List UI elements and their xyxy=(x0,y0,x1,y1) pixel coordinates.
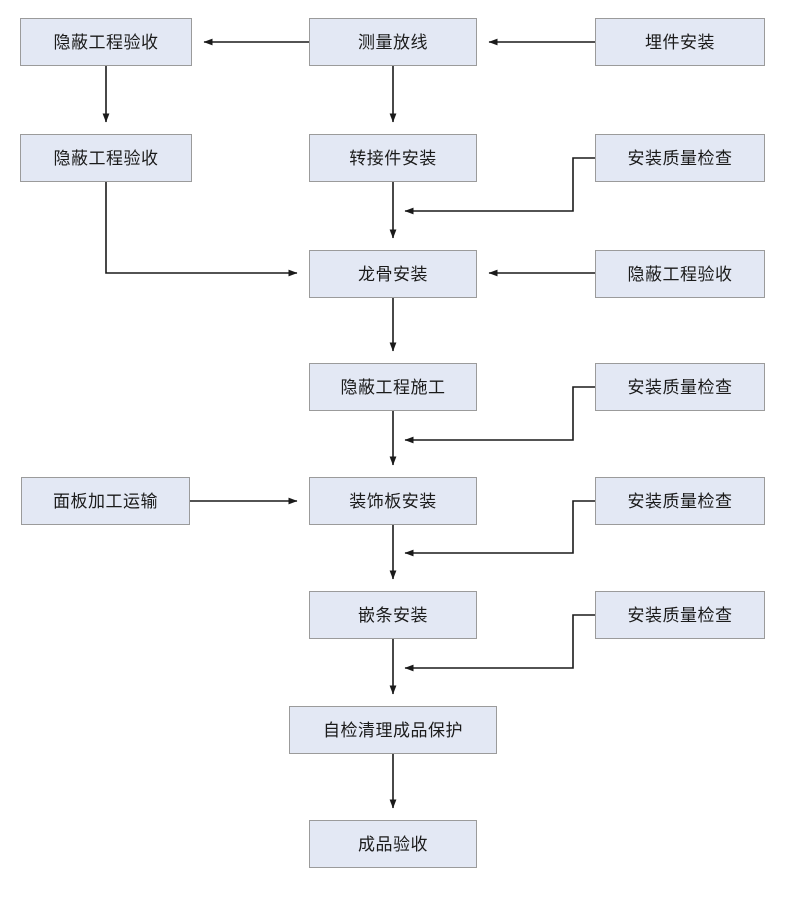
flowchart-node-label: 成品验收 xyxy=(358,834,428,854)
flowchart-node-n8[interactable]: 隐蔽工程验收 xyxy=(595,250,765,298)
flowchart-edge-n4-to-n7 xyxy=(105,182,298,277)
flowchart-node-label: 安装质量检查 xyxy=(627,605,733,625)
flowchart-node-n12[interactable]: 装饰板安装 xyxy=(309,477,477,525)
flowchart-node-n9[interactable]: 隐蔽工程施工 xyxy=(309,363,477,411)
flowchart-node-label: 埋件安装 xyxy=(645,32,715,52)
flowchart-node-label: 隐蔽工程验收 xyxy=(627,264,733,284)
flowchart-node-n16[interactable]: 自检清理成品保护 xyxy=(289,706,497,754)
flowchart-node-label: 装饰板安装 xyxy=(349,491,437,511)
flowchart-node-n6[interactable]: 安装质量检查 xyxy=(595,134,765,182)
flowchart-node-n2[interactable]: 测量放线 xyxy=(309,18,477,66)
flowchart-node-label: 龙骨安装 xyxy=(358,264,428,284)
flowchart-node-n13[interactable]: 安装质量检查 xyxy=(595,477,765,525)
flowchart-node-n14[interactable]: 嵌条安装 xyxy=(309,591,477,639)
flowchart-node-n3[interactable]: 埋件安装 xyxy=(595,18,765,66)
flowchart-node-n10[interactable]: 安装质量检查 xyxy=(595,363,765,411)
flowchart-node-n1[interactable]: 隐蔽工程验收 xyxy=(20,18,192,66)
flowchart-node-label: 安装质量检查 xyxy=(627,377,733,397)
flowchart-node-label: 转接件安装 xyxy=(349,148,437,168)
flowchart-node-n5[interactable]: 转接件安装 xyxy=(309,134,477,182)
flowchart-node-label: 隐蔽工程验收 xyxy=(53,148,159,168)
flowchart-node-n7[interactable]: 龙骨安装 xyxy=(309,250,477,298)
flowchart-node-n17[interactable]: 成品验收 xyxy=(309,820,477,868)
flowchart-node-n15[interactable]: 安装质量检查 xyxy=(595,591,765,639)
flowchart-node-label: 安装质量检查 xyxy=(627,148,733,168)
flowchart-node-label: 面板加工运输 xyxy=(53,491,158,511)
flowchart-node-label: 嵌条安装 xyxy=(358,605,428,625)
flowchart-node-n11[interactable]: 面板加工运输 xyxy=(21,477,190,525)
flowchart-node-label: 隐蔽工程验收 xyxy=(53,32,159,52)
flowchart-node-label: 自检清理成品保护 xyxy=(323,720,463,740)
flowchart-node-label: 隐蔽工程施工 xyxy=(340,377,446,397)
flowchart-node-label: 测量放线 xyxy=(358,32,428,52)
flowchart-node-label: 安装质量检查 xyxy=(627,491,733,511)
flowchart-node-n4[interactable]: 隐蔽工程验收 xyxy=(20,134,192,182)
